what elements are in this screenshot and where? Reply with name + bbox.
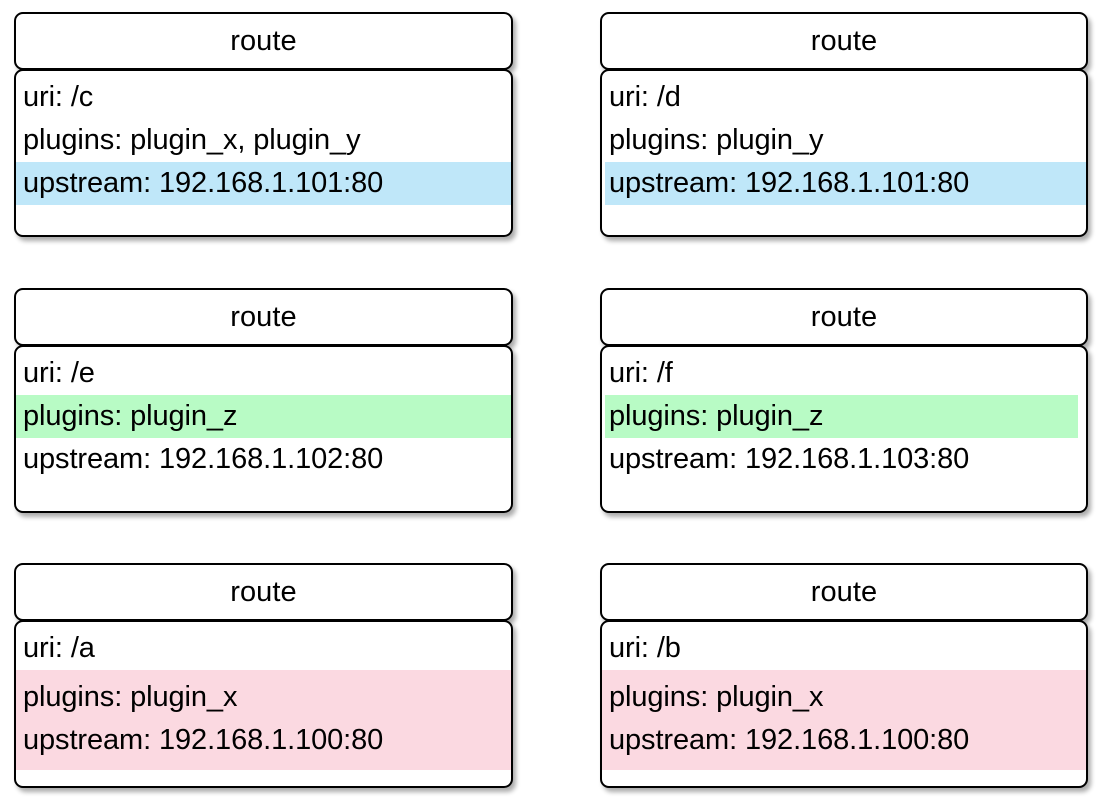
route-card-body: uri: /d plugins: plugin_y upstream: 192.…: [600, 69, 1088, 237]
route-attr-plugins: plugins: plugin_y: [609, 124, 824, 156]
route-card-title: route: [230, 575, 297, 608]
route-card-body: uri: /c plugins: plugin_x, plugin_y upst…: [14, 69, 513, 237]
route-card-body: uri: /f plugins: plugin_z upstream: 192.…: [600, 345, 1088, 513]
route-card-f[interactable]: route uri: /f plugins: plugin_z upstream…: [600, 288, 1088, 513]
route-attr-plugins: plugins: plugin_x: [23, 681, 238, 713]
route-card-d[interactable]: route uri: /d plugins: plugin_y upstream…: [600, 12, 1088, 237]
route-attr-plugins: plugins: plugin_x, plugin_y: [23, 124, 361, 156]
route-attr-plugins: plugins: plugin_z: [605, 395, 1078, 438]
route-attr-uri: uri: /a: [23, 632, 95, 664]
route-card-a[interactable]: route uri: /a plugins: plugin_x upstream…: [14, 563, 513, 788]
route-card-header: route: [600, 288, 1088, 346]
route-attr-uri: uri: /d: [609, 81, 681, 113]
route-attr-highlight-group: plugins: plugin_x upstream: 192.168.1.10…: [16, 670, 511, 770]
route-card-b[interactable]: route uri: /b plugins: plugin_x upstream…: [600, 563, 1088, 788]
route-card-title: route: [810, 300, 878, 333]
route-card-title: route: [810, 575, 878, 608]
route-attr-plugins: plugins: plugin_x: [609, 681, 824, 713]
route-card-body: uri: /b plugins: plugin_x upstream: 192.…: [600, 620, 1088, 788]
route-card-body: uri: /e plugins: plugin_z upstream: 192.…: [14, 345, 513, 513]
route-card-header: route: [14, 563, 513, 621]
route-attr-upstream: upstream: 192.168.1.101:80: [605, 162, 1086, 205]
route-attr-upstream: upstream: 192.168.1.100:80: [609, 724, 970, 756]
route-attr-upstream: upstream: 192.168.1.103:80: [609, 443, 970, 475]
route-attr-uri: uri: /b: [609, 632, 681, 664]
route-card-e[interactable]: route uri: /e plugins: plugin_z upstream…: [14, 288, 513, 513]
route-card-body: uri: /a plugins: plugin_x upstream: 192.…: [14, 620, 513, 788]
route-card-title: route: [230, 24, 297, 57]
route-card-header: route: [14, 12, 513, 70]
route-attr-plugins: plugins: plugin_z: [16, 395, 511, 438]
route-card-title: route: [230, 300, 297, 333]
route-attr-uri: uri: /e: [23, 357, 95, 389]
route-attr-upstream: upstream: 192.168.1.101:80: [16, 162, 511, 205]
route-attr-upstream: upstream: 192.168.1.102:80: [23, 443, 384, 475]
route-card-title: route: [810, 24, 878, 57]
route-attr-upstream: upstream: 192.168.1.100:80: [23, 724, 384, 756]
route-card-header: route: [14, 288, 513, 346]
route-card-c[interactable]: route uri: /c plugins: plugin_x, plugin_…: [14, 12, 513, 237]
route-card-header: route: [600, 12, 1088, 70]
route-attr-uri: uri: /f: [609, 357, 673, 389]
route-attr-uri: uri: /c: [23, 81, 94, 113]
route-card-header: route: [600, 563, 1088, 621]
route-attr-highlight-group: plugins: plugin_x upstream: 192.168.1.10…: [602, 670, 1086, 770]
